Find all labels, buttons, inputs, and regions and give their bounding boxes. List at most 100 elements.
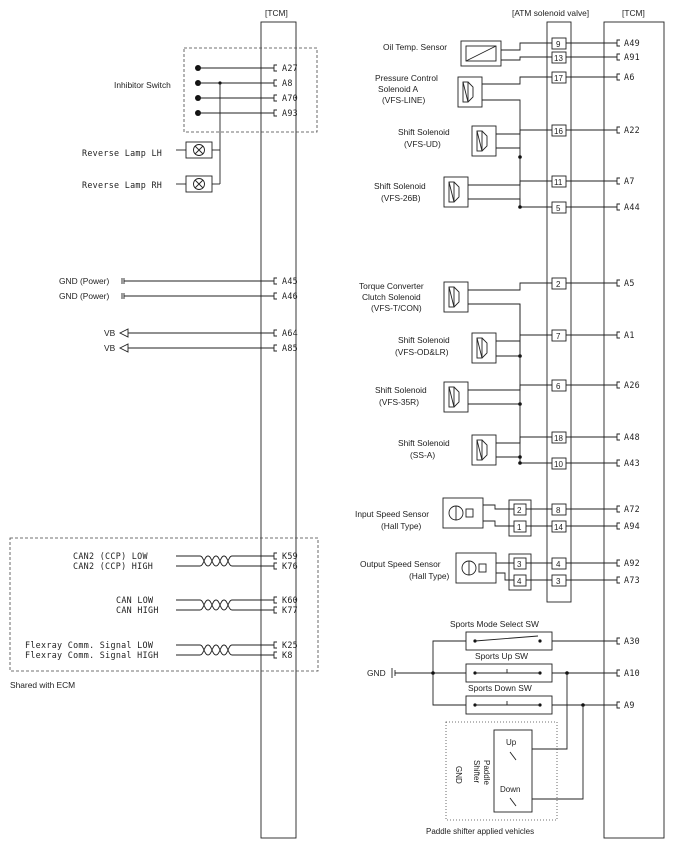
pin-label: A94 — [624, 521, 640, 531]
shift-solenoid-ss-a: Shift Solenoid (SS-A) — [398, 304, 552, 466]
tcm-left-connector — [260, 21, 297, 839]
svg-text:Up: Up — [506, 738, 517, 747]
pin-label: A49 — [624, 38, 640, 48]
svg-text:2: 2 — [517, 506, 522, 515]
atm-pin: 2 — [556, 280, 561, 289]
atm-pins: 9 13 17 16 11 5 2 7 6 18 10 8 14 4 3 — [551, 37, 567, 587]
svg-text:Flexray Comm. Signal LOW: Flexray Comm. Signal LOW — [25, 640, 154, 650]
pin-label: K60 — [282, 595, 298, 605]
atm-pin: 14 — [554, 523, 563, 532]
svg-text:4: 4 — [517, 577, 522, 586]
shift-solenoid-vfs-26b: Shift Solenoid (VFS-26B) — [374, 155, 552, 209]
atm-to-tcm-wires — [566, 42, 617, 581]
tcm-left-pins: A27 A8 A70 A93 A45 A46 A64 A85 K59 K76 K… — [273, 63, 298, 660]
svg-text:CAN HIGH: CAN HIGH — [116, 605, 159, 615]
shared-ecm-label: Shared with ECM — [10, 680, 75, 690]
pin-label: A73 — [624, 575, 640, 585]
pin-label: A30 — [624, 636, 640, 646]
atm-pin: 9 — [556, 40, 561, 49]
shift-solenoid-vfs-35r: Shift Solenoid (VFS-35R) — [375, 381, 552, 413]
svg-text:(VFS-UD): (VFS-UD) — [404, 139, 441, 149]
atm-pin: 17 — [554, 74, 563, 83]
svg-text:(VFS-35R): (VFS-35R) — [379, 397, 419, 407]
inhibitor-switch-label: Inhibitor Switch — [114, 80, 171, 90]
svg-text:GND (Power): GND (Power) — [59, 291, 109, 301]
tcm-right-pins: A49 A91 A6 A22 A7 A44 A5 A1 A26 A48 A43 … — [616, 38, 640, 710]
pin-label: A92 — [624, 558, 640, 568]
svg-text:Down: Down — [500, 785, 520, 794]
atm-pin: 8 — [556, 506, 561, 515]
atm-pin: 3 — [556, 577, 561, 586]
svg-text:Shifter: Shifter — [472, 760, 481, 783]
input-speed-sensor: Input Speed Sensor (Hall Type) 2 1 — [355, 497, 552, 537]
pin-label: A22 — [624, 125, 640, 135]
atm-pin: 6 — [556, 382, 561, 391]
pin-label: A64 — [282, 328, 298, 338]
pin-label: A48 — [624, 432, 640, 442]
svg-text:Solenoid A: Solenoid A — [378, 84, 418, 94]
svg-text:Sports Down SW: Sports Down SW — [468, 683, 532, 693]
pin-label: K77 — [282, 605, 298, 615]
svg-text:(VFS-LINE): (VFS-LINE) — [382, 95, 425, 105]
pin-label: A91 — [624, 52, 640, 62]
svg-text:(Hall Type): (Hall Type) — [409, 571, 450, 581]
pin-label: A7 — [624, 176, 635, 186]
reverse-lamp-lh: Reverse Lamp LH — [82, 141, 220, 159]
svg-text:CAN LOW: CAN LOW — [116, 595, 154, 605]
inhibitor-switch-box — [183, 47, 318, 133]
svg-text:(SS-A): (SS-A) — [410, 450, 435, 460]
svg-text:1: 1 — [517, 523, 522, 532]
gnd-power-wires: GND (Power) GND (Power) — [59, 276, 274, 301]
shift-solenoid-vfs-odlr: Shift Solenoid (VFS-OD&LR) — [395, 332, 552, 364]
svg-text:Shift Solenoid: Shift Solenoid — [374, 181, 426, 191]
output-speed-sensor: Output Speed Sensor (Hall Type) 3 4 — [360, 552, 552, 591]
can-flexray-wires: CAN2 (CCP) LOW CAN2 (CCP) HIGH CAN LOW C… — [25, 551, 274, 660]
oil-temp-sensor: Oil Temp. Sensor — [383, 40, 552, 67]
pin-label: A44 — [624, 202, 640, 212]
sports-mode-switches: Sports Mode Select SW Sports Up SW Sport… — [367, 619, 617, 715]
pin-label: A27 — [282, 63, 298, 73]
pin-label: K8 — [282, 650, 293, 660]
atm-pin: 18 — [554, 434, 563, 443]
pin-label: A9 — [624, 700, 635, 710]
svg-text:GND: GND — [454, 766, 463, 784]
shared-ecm-box — [9, 537, 319, 672]
svg-text:3: 3 — [517, 560, 522, 569]
torque-converter-clutch-solenoid: Torque Converter Clutch Solenoid (VFS-T/… — [359, 281, 552, 356]
svg-text:(Hall Type): (Hall Type) — [381, 521, 422, 531]
svg-text:VB: VB — [104, 343, 116, 353]
pin-label: K59 — [282, 551, 298, 561]
svg-text:Shift Solenoid: Shift Solenoid — [398, 335, 450, 345]
svg-text:CAN2 (CCP) HIGH: CAN2 (CCP) HIGH — [73, 561, 153, 571]
vb-supply-wires: VB VB — [104, 328, 274, 353]
svg-text:(VFS-OD&LR): (VFS-OD&LR) — [395, 347, 449, 357]
svg-text:Paddle shifter applied vehicle: Paddle shifter applied vehicles — [426, 827, 534, 836]
atm-header: [ATM solenoid valve] — [512, 8, 589, 18]
svg-text:VB: VB — [104, 328, 116, 338]
svg-text:Input Speed Sensor: Input Speed Sensor — [355, 509, 429, 519]
pin-label: A43 — [624, 458, 640, 468]
pin-label: A1 — [624, 330, 635, 340]
svg-text:Shift Solenoid: Shift Solenoid — [375, 385, 427, 395]
svg-text:Clutch Solenoid: Clutch Solenoid — [362, 292, 421, 302]
pin-label: A46 — [282, 291, 298, 301]
svg-text:Shift Solenoid: Shift Solenoid — [398, 127, 450, 137]
pin-label: A85 — [282, 343, 298, 353]
pin-label: A45 — [282, 276, 298, 286]
svg-text:CAN2 (CCP) LOW: CAN2 (CCP) LOW — [73, 551, 148, 561]
atm-pin: 4 — [556, 560, 561, 569]
pin-label: A93 — [282, 108, 298, 118]
pin-label: K25 — [282, 640, 298, 650]
svg-text:GND (Power): GND (Power) — [59, 276, 109, 286]
atm-pin: 7 — [556, 332, 561, 341]
atm-pin: 13 — [554, 54, 563, 63]
pin-label: A5 — [624, 278, 635, 288]
paddle-shifter: Paddle shifter applied vehicles Up Down … — [426, 673, 584, 836]
svg-text:Flexray Comm. Signal HIGH: Flexray Comm. Signal HIGH — [25, 650, 159, 660]
atm-pin: 10 — [554, 460, 563, 469]
svg-text:Paddle: Paddle — [482, 760, 491, 785]
pin-label: A10 — [624, 668, 640, 678]
svg-text:Output Speed Sensor: Output Speed Sensor — [360, 559, 441, 569]
reverse-lamp-rh: Reverse Lamp RH — [82, 175, 220, 193]
